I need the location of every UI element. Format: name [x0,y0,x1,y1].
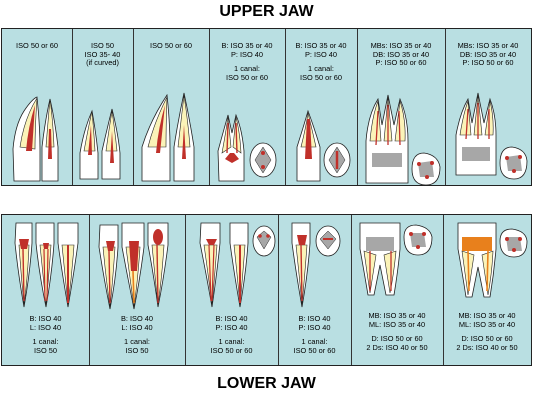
label-line: B: ISO 40 [120,314,154,323]
label-line: ML: ISO 35 or 40 [458,319,516,329]
label-line: MB: ISO 35 or 40 [458,311,516,320]
lower-first-molar-icon [359,222,433,296]
lower-first-premolar-icon [199,222,276,308]
label-line: D: ISO 50 or 60 [461,334,513,344]
label-line: 1 canal: [308,64,334,74]
upper-first-molar-icon [365,94,441,185]
upper-label-second-molar: MBs: ISO 35 or 40 DB: ISO 35 or 40 P: IS… [445,41,531,68]
column-divider [443,215,444,365]
label-line: B: ISO 40 [298,314,331,323]
label-line: MBs: ISO 35 or 40 [457,41,519,50]
label-line: D: ISO 50 or 60 [371,334,423,344]
column-divider [133,29,134,185]
label-line: B: ISO 40 [29,314,62,323]
label-line: L: ISO 40 [121,322,153,332]
label-line: ISO 50 or 60 [226,72,268,82]
label-line: ML: ISO 35 or 40 [368,319,426,329]
label-line: ISO 50 or 60 [300,72,342,82]
lower-jaw-panel: B: ISO 40 L: ISO 40 1 canal: ISO 50 B: I… [1,214,532,366]
label-line: 1 canal: [301,337,328,347]
lower-label-first-molar: MB: ISO 35 or 40 ML: ISO 35 or 40 D: ISO… [351,311,443,352]
label-line: ISO 50 or 60 [150,41,192,50]
upper-canine-icon [141,92,195,182]
lower-incisor-icon [14,222,79,308]
label-line: ISO 50 [90,41,114,50]
upper-second-premolar-icon [296,109,351,182]
column-divider [185,215,186,365]
lower-label-second-premolar: B: ISO 40 P: ISO 40 1 canal: ISO 50 or 6… [278,314,351,355]
upper-label-lateral-incisor: ISO 50 ISO 35- 40 (if curved) [72,41,133,68]
label-line: P: ISO 40 [230,49,264,59]
label-line: P: ISO 50 or 60 [462,58,514,68]
upper-second-molar-icon [455,92,528,180]
lower-label-second-molar: MB: ISO 35 or 40 ML: ISO 35 or 40 D: ISO… [443,311,531,352]
label-line: P: ISO 40 [215,322,248,332]
label-line: ISO 35- 40 [84,49,121,59]
label-line: ISO 50 or 60 [210,345,253,355]
label-line: P: ISO 50 or 60 [375,58,427,68]
lower-teeth-illustrations [14,222,528,310]
upper-label-first-premolar: B: ISO 35 or 40 P: ISO 40 1 canal: ISO 5… [209,41,285,82]
label-line: DB: ISO 35 or 40 [459,49,517,59]
upper-jaw-panel: ISO 50 or 60 ISO 50 ISO 35- 40 (if curve… [1,28,532,186]
column-divider [89,215,90,365]
lower-label-first-premolar: B: ISO 40 P: ISO 40 1 canal: ISO 50 or 6… [185,314,278,355]
column-divider [357,29,358,185]
lower-second-premolar-icon [291,222,341,308]
lower-second-molar-icon [457,222,528,298]
label-line: L: ISO 40 [29,322,62,332]
column-divider [72,29,73,185]
upper-first-premolar-icon [217,113,277,182]
upper-lateral-incisor-icon [79,108,121,180]
label-line: MB: ISO 35 or 40 [368,311,426,320]
label-line: 1 canal: [32,337,59,347]
column-divider [278,215,279,365]
lower-label-central-incisor: B: ISO 40 L: ISO 40 1 canal: ISO 50 [2,314,89,355]
column-divider [209,29,210,185]
label-line: P: ISO 40 [298,322,331,332]
label-line: (if curved) [86,58,119,68]
upper-central-incisor-icon [12,96,59,182]
lower-label-canine: B: ISO 40 L: ISO 40 1 canal: ISO 50 [89,314,185,355]
column-divider [285,29,286,185]
label-line: ISO 50 or 60 [293,345,336,355]
upper-teeth-illustrations [12,92,528,185]
lower-jaw-title: LOWER JAW [217,375,316,392]
lower-canine-icon [98,222,169,310]
label-line: ISO 50 [125,345,149,355]
label-line: B: ISO 35 or 40 [221,41,273,50]
upper-label-first-molar: MBs: ISO 35 or 40 DB: ISO 35 or 40 P: IS… [357,41,445,68]
upper-label-central-incisor: ISO 50 or 60 [2,41,72,51]
label-line: 1 canal: [124,337,150,347]
label-line: ISO 50 [33,345,57,355]
upper-label-canine: ISO 50 or 60 [133,41,209,51]
label-line: 2 Ds: ISO 40 or 50 [456,342,518,352]
label-line: 1 canal: [218,337,245,347]
label-line: 1 canal: [234,64,260,74]
label-line: B: ISO 40 [215,314,248,323]
label-line: P: ISO 40 [304,49,338,59]
upper-jaw-title: UPPER JAW [219,3,314,20]
label-line: 2 Ds: ISO 40 or 50 [366,342,428,352]
upper-label-second-premolar: B: ISO 35 or 40 P: ISO 40 1 canal: ISO 5… [285,41,357,82]
label-line: B: ISO 35 or 40 [295,41,347,50]
label-line: DB: ISO 35 or 40 [372,49,430,59]
label-line: MBs: ISO 35 or 40 [370,41,432,50]
column-divider [351,215,352,365]
column-divider [445,29,446,185]
label-line: ISO 50 or 60 [16,41,58,50]
